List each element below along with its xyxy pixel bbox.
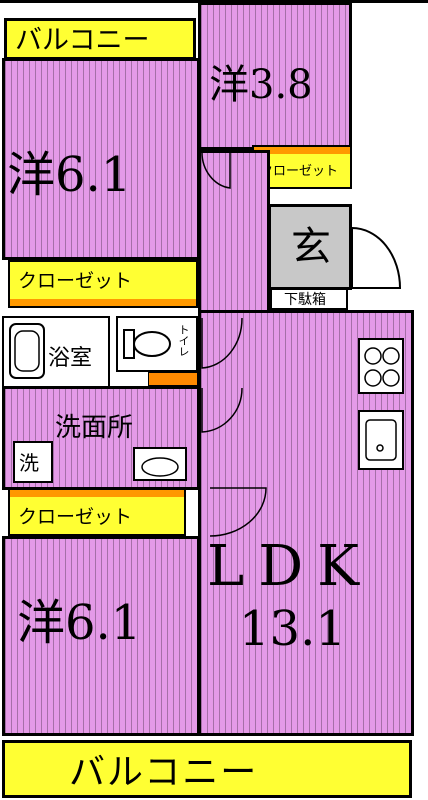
laundry-label: 洗 [19, 451, 39, 475]
closet-small-accent [254, 147, 350, 154]
closet-small-label: クローゼット [260, 164, 339, 179]
shoe-box: 下駄箱 [270, 288, 348, 310]
closet-left-upper: クローゼット [8, 260, 198, 308]
entrance-door-swing [351, 227, 402, 289]
entrance-label: 玄 [291, 224, 331, 270]
sink-icon [133, 447, 187, 481]
closet-left-lower-label: クローゼット [18, 506, 133, 528]
room-western-top-left: 洋6.1 [2, 58, 200, 260]
toilet-icon [123, 329, 171, 359]
laundry-box: 洗 [13, 441, 53, 483]
kitchen-sink [358, 410, 404, 470]
toilet-label: トイレ [177, 324, 190, 357]
balcony-bottom-label: バルコニー [69, 752, 259, 793]
toilet: トイレ [116, 316, 198, 372]
room-western-bottom-label: 洋6.1 [17, 595, 142, 651]
outer-wall [0, 0, 428, 3]
shoe-box-label: 下駄箱 [284, 292, 326, 308]
balcony-top: バルコニー [4, 18, 196, 60]
stove-icon [364, 347, 400, 387]
closet-left-upper-label: クローゼット [18, 270, 133, 292]
ldk-label: LDK [207, 534, 373, 599]
room-western-top-right: 洋3.8 [198, 2, 352, 150]
door-swing-top-right-room [201, 151, 231, 189]
door-swing-washroom [201, 387, 243, 433]
washroom: 洗面所 洗 [2, 386, 200, 490]
stove [358, 338, 404, 394]
kitchen-sink-icon [365, 419, 397, 461]
door-swing-ldk [209, 487, 267, 537]
bathtub-icon [9, 323, 45, 379]
bathroom: 浴室 [2, 316, 110, 388]
closet-left-upper-accent [10, 299, 196, 306]
washroom-label: 洗面所 [55, 413, 134, 443]
balcony-top-label: バルコニー [15, 25, 150, 56]
ldk-size-label: 13.1 [239, 601, 346, 657]
closet-left-lower-accent [10, 490, 184, 497]
entrance: 玄 [268, 204, 352, 290]
room-western-top-left-label: 洋6.1 [7, 147, 132, 203]
orange-pipe-block-1 [148, 372, 198, 386]
room-western-top-right-label: 洋3.8 [209, 62, 313, 108]
room-western-bottom: 洋6.1 [2, 536, 200, 736]
closet-left-lower: クローゼット [8, 488, 186, 536]
door-swing-toilet [201, 317, 243, 369]
balcony-bottom: バルコニー [2, 740, 412, 798]
bathroom-label: 浴室 [48, 346, 93, 371]
